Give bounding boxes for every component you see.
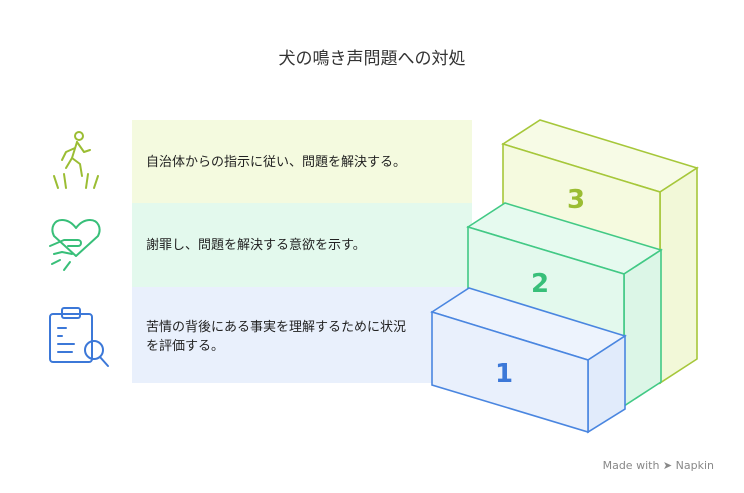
step-number-2: 2: [531, 269, 549, 299]
step-1-block: [430, 287, 627, 434]
step-number-1: 1: [495, 359, 513, 389]
napkin-brand: Napkin: [675, 459, 714, 472]
made-with-label: Made with: [602, 459, 660, 472]
clipboard-search-icon: [49, 307, 109, 367]
step-3-text: 自治体からの指示に従い、問題を解決する。: [146, 155, 407, 170]
band-step-3: [132, 120, 472, 203]
heart-hand-icon: [49, 219, 101, 271]
diagram-title: 犬の鳴き声問題への対処: [278, 49, 466, 69]
step-number-3: 3: [567, 185, 585, 215]
napkin-logo-icon: ➤: [662, 459, 673, 472]
step-1-text: 苦情の背後にある事実を理解するために状況を評価する。: [146, 320, 407, 354]
band-step-1: [132, 287, 472, 383]
napkin-watermark: Made with ➤ Napkin: [603, 459, 714, 472]
step-2-text: 謝罪し、問題を解決する意欲を示す。: [146, 238, 366, 253]
band-step-2: [132, 203, 472, 287]
person-walking-icon: [53, 131, 99, 189]
